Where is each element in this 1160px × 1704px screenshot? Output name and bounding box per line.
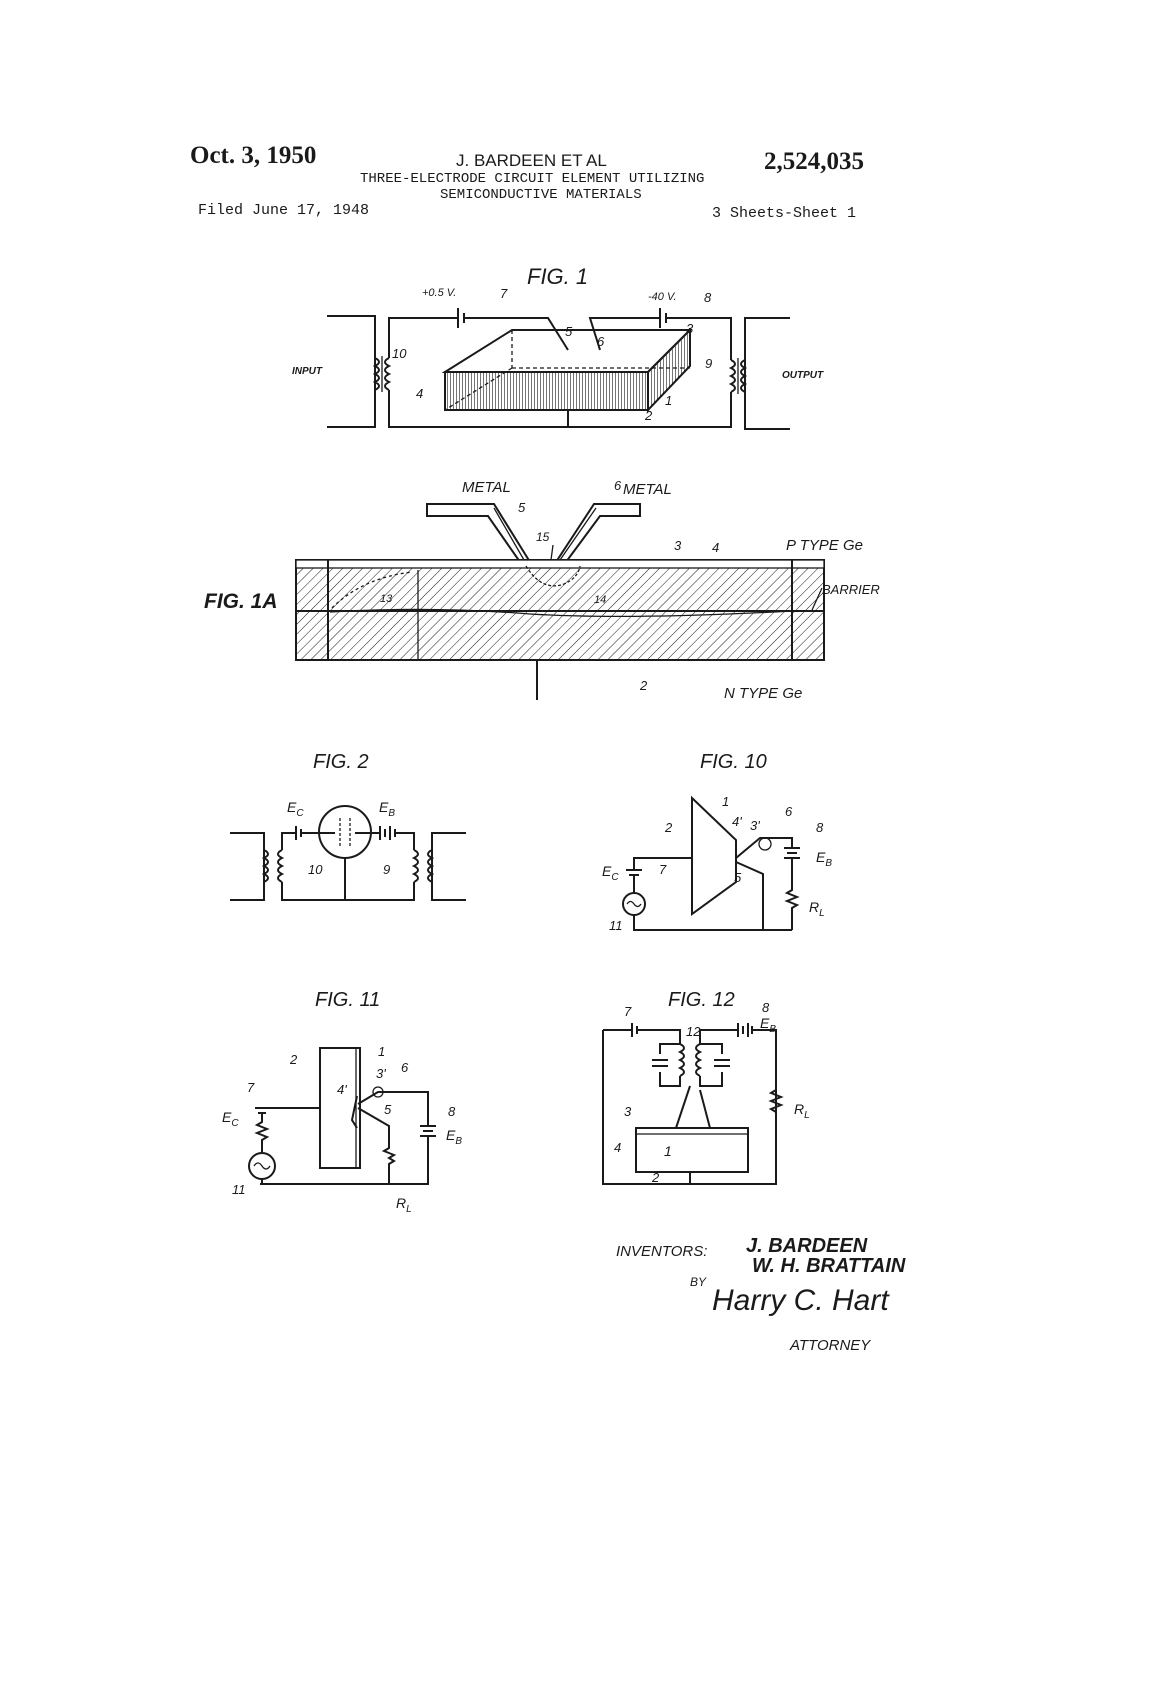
fig-1a-ref-4: 4 (712, 540, 719, 555)
fig-10: FIG. 10 1 2 4' 3' 6 8 7 5 11 EC EB RL (602, 751, 832, 933)
inventors-label: INVENTORS: (616, 1243, 707, 1260)
fig-10-ec: EC (602, 863, 619, 883)
fig-12-title: FIG. 12 (668, 989, 735, 1011)
fig-12-ref-4: 4 (614, 1140, 621, 1155)
fig-1-ref-7: 7 (500, 286, 508, 301)
fig-10-rl: RL (809, 899, 825, 919)
fig-11-rl: RL (396, 1195, 412, 1215)
fig-12-eb: EB (760, 1015, 776, 1035)
fig-1-voltage-left: +0.5 V. (422, 287, 456, 299)
fig-1-ref-6: 6 (597, 334, 605, 349)
fig-1-ref-10: 10 (392, 346, 407, 361)
fig-11-ref-6: 6 (401, 1060, 409, 1075)
fig-1a-metal-left: METAL (462, 479, 511, 496)
fig-2-ec: EC (287, 799, 304, 819)
fig-10-ref-6: 6 (785, 804, 793, 819)
fig-10-ref-3p: 3' (750, 818, 760, 833)
fig-10-ref-7: 7 (659, 862, 667, 877)
fig-11-ref-2: 2 (289, 1052, 298, 1067)
inventor-2-name: W. H. BRATTAIN (752, 1255, 906, 1277)
fig-1a-n-type: N TYPE Ge (724, 685, 802, 702)
inventor-name: J. BARDEEN ET AL (456, 151, 607, 170)
fig-10-ref-2: 2 (664, 820, 673, 835)
fig-11-ref-11: 11 (232, 1182, 246, 1197)
fig-1-ref-9: 9 (705, 356, 712, 371)
fig-11-ref-1: 1 (378, 1044, 385, 1059)
fig-1: FIG. 1 +0.5 V. -40 V. 7 8 5 6 3 10 9 4 1… (292, 264, 824, 430)
fig-11-eb: EB (446, 1127, 462, 1147)
fig-12-ref-2: 2 (651, 1170, 660, 1185)
fig-1a-title: FIG. 1A (204, 590, 278, 613)
fig-10-ref-4p: 4' (732, 814, 742, 829)
fig-10-ref-1: 1 (722, 794, 729, 809)
fig-12-ref-3: 3 (624, 1104, 632, 1119)
fig-10-title: FIG. 10 (700, 751, 767, 773)
fig-11-ref-5: 5 (384, 1102, 392, 1117)
fig-11: FIG. 11 2 1 7 4' 3' 6 5 8 11 EC EB RL (222, 989, 462, 1215)
fig-12-ref-8: 8 (762, 1000, 770, 1015)
fig-2-eb: EB (379, 799, 395, 819)
fig-12-ref-1: 1 (664, 1143, 672, 1159)
fig-2-ref-9: 9 (383, 862, 390, 877)
fig-11-ref-7: 7 (247, 1080, 255, 1095)
signature-block: INVENTORS: J. BARDEEN W. H. BRATTAIN BY … (616, 1235, 906, 1354)
attorney-signature: Harry C. Hart (712, 1284, 890, 1317)
fig-1a: FIG. 1A METAL METAL 6 5 15 3 4 13 14 2 P… (204, 478, 880, 702)
fig-1a-p-type: P TYPE Ge (786, 537, 863, 554)
fig-1-output-label: OUTPUT (782, 370, 824, 381)
fig-2-ref-10: 10 (308, 862, 323, 877)
fig-1-title: FIG. 1 (527, 264, 588, 289)
fig-1-voltage-right: -40 V. (648, 291, 677, 303)
patent-date: Oct. 3, 1950 (190, 142, 317, 169)
fig-12-ref-7: 7 (624, 1004, 632, 1019)
fig-1-ref-4: 4 (416, 386, 423, 401)
fig-11-ref-3p: 3' (376, 1066, 386, 1081)
fig-1a-metal-right: METAL (623, 481, 672, 498)
fig-1-ref-2: 2 (644, 408, 653, 423)
fig-1-ref-3: 3 (686, 321, 694, 336)
fig-12-ref-12: 12 (686, 1024, 701, 1039)
sheet-count: 3 Sheets-Sheet 1 (712, 205, 857, 222)
fig-10-ref-11: 11 (609, 918, 623, 933)
fig-10-ref-8: 8 (816, 820, 824, 835)
fig-1a-ref-15: 15 (536, 530, 550, 544)
fig-11-ref-4p: 4' (337, 1082, 347, 1097)
fig-1a-ref-6: 6 (614, 478, 622, 493)
title-line-2: SEMICONDUCTIVE MATERIALS (440, 187, 642, 203)
fig-2: FIG. 2 EC EB 10 9 (230, 751, 466, 901)
fig-1a-ref-5: 5 (518, 500, 526, 515)
fig-1-input-label: INPUT (292, 366, 323, 377)
inventor-1-name: J. BARDEEN (746, 1235, 868, 1257)
fig-12-rl: RL (794, 1101, 810, 1121)
fig-1-ref-1: 1 (665, 393, 672, 408)
fig-2-title: FIG. 2 (313, 751, 369, 773)
fig-1a-ref-3: 3 (674, 538, 682, 553)
fig-10-eb: EB (816, 849, 832, 869)
title-line-1: THREE-ELECTRODE CIRCUIT ELEMENT UTILIZIN… (360, 171, 705, 187)
fig-1a-ref-2: 2 (639, 678, 648, 693)
fig-12: FIG. 12 7 12 8 3 4 1 2 EB RL (602, 989, 810, 1185)
attorney-label: ATTORNEY (789, 1337, 871, 1354)
fig-1-ref-8: 8 (704, 290, 712, 305)
filed-date: Filed June 17, 1948 (198, 202, 370, 219)
fig-11-title: FIG. 11 (315, 989, 380, 1011)
fig-1a-barrier: BARRIER (822, 582, 880, 597)
fig-11-ref-8: 8 (448, 1104, 456, 1119)
fig-1-ref-5: 5 (565, 324, 573, 339)
fig-10-ref-5: 5 (734, 870, 742, 885)
fig-11-ec: EC (222, 1109, 239, 1129)
by-label: BY (690, 1275, 707, 1289)
patent-number: 2,524,035 (764, 148, 864, 175)
